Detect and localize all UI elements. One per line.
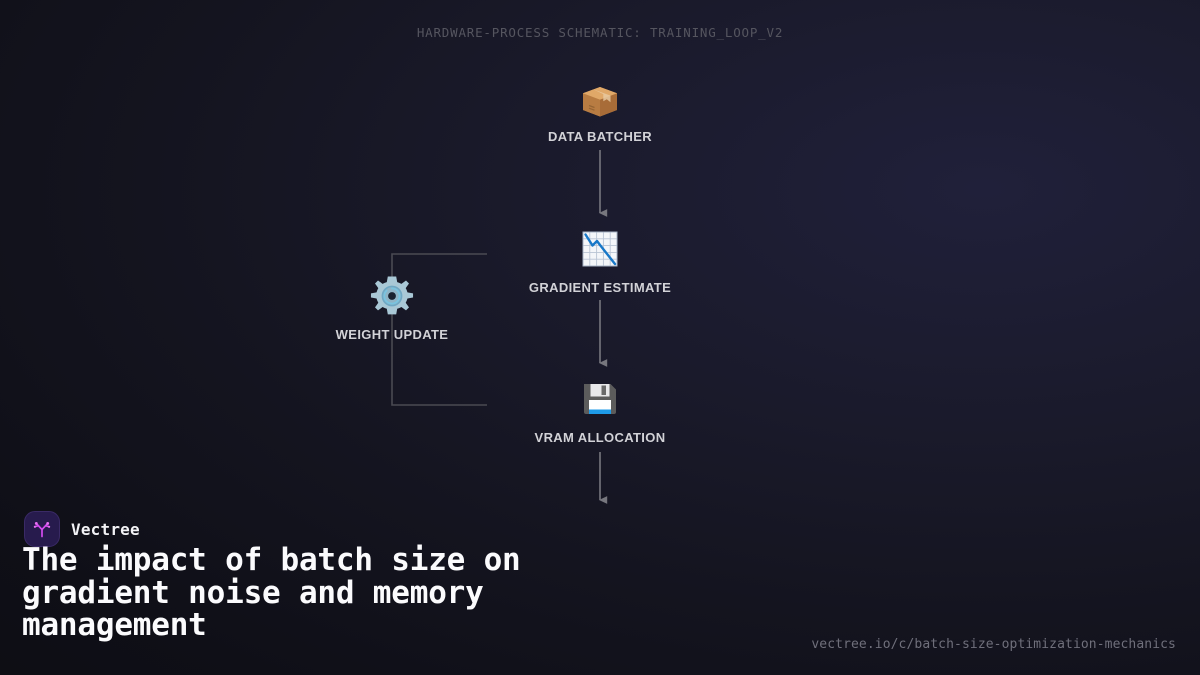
schematic-title: HARDWARE-PROCESS SCHEMATIC: TRAINING_LOO…: [416, 25, 784, 40]
article-url: vectree.io/c/batch-size-optimization-mec…: [811, 637, 1176, 652]
tree-glyph-icon: [33, 521, 51, 538]
node-vram-allocation[interactable]: VRAM ALLOCATION: [470, 375, 730, 445]
package-icon: [470, 74, 730, 122]
vectree-logo: [24, 511, 60, 547]
node-label: GRADIENT ESTIMATE: [528, 280, 672, 295]
node-data-batcher[interactable]: DATA BATCHER: [470, 74, 730, 144]
node-label: VRAM ALLOCATION: [534, 430, 666, 445]
gear-icon: [262, 272, 522, 320]
node-label: DATA BATCHER: [547, 129, 653, 144]
chart-decreasing-icon: [470, 225, 730, 273]
brand-row: Vectree: [24, 511, 140, 547]
node-weight-update[interactable]: WEIGHT UPDATE: [262, 272, 522, 342]
node-gradient-estimate[interactable]: GRADIENT ESTIMATE: [470, 225, 730, 295]
footer: Vectree The impact of batch size on grad…: [0, 500, 1200, 675]
node-label: WEIGHT UPDATE: [335, 327, 449, 342]
floppy-disk-icon: [470, 375, 730, 423]
headline: The impact of batch size on gradient noi…: [22, 542, 521, 644]
brand-name: Vectree: [71, 519, 140, 539]
